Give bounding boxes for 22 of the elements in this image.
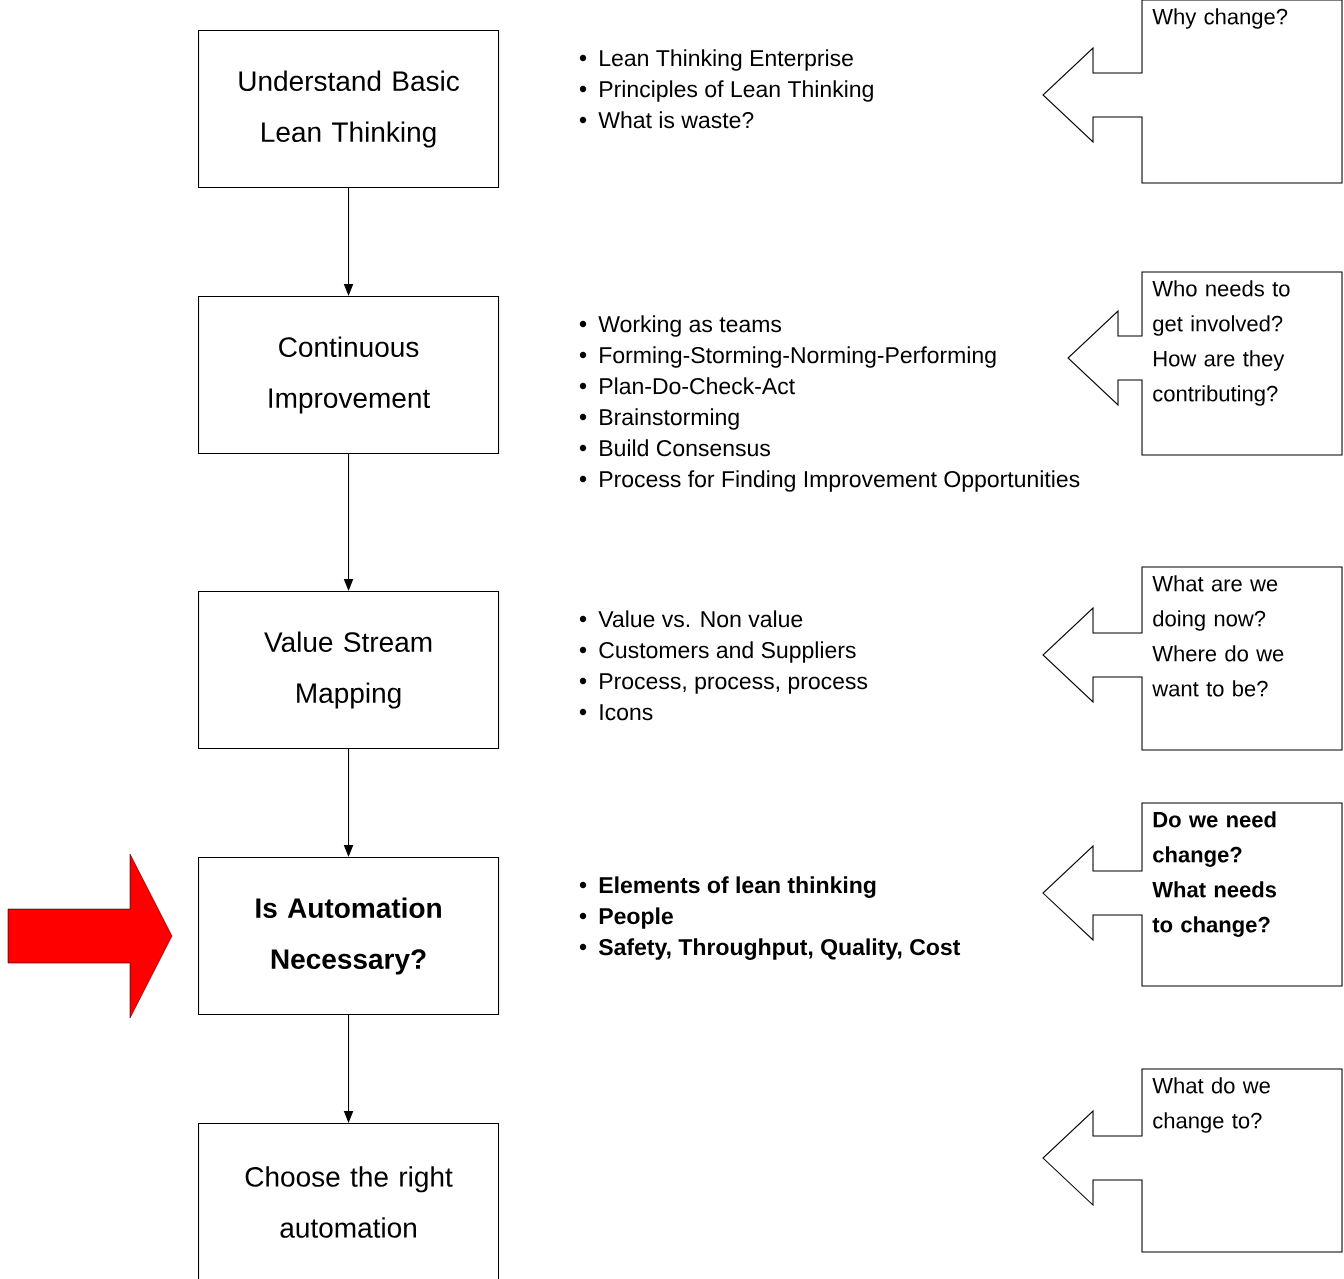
process-box: Continuous Improvement <box>198 296 500 455</box>
bullet-item: Elements of lean thinking <box>579 876 876 898</box>
bullet-item: Customers and Suppliers <box>579 641 856 663</box>
bullet-item: Working as teams <box>579 315 782 337</box>
bullet-item: Build Consensus <box>579 439 770 457</box>
process-box: Is Automation Necessary? <box>198 857 500 1016</box>
process-box: Value Stream Mapping <box>198 591 500 750</box>
bullet-item: Forming-Storming-Norming-Performing <box>579 346 996 368</box>
bullet-item: Principles of Lean Thinking <box>579 80 873 102</box>
process-box: Choose the right automation <box>198 1123 500 1279</box>
bullet-item: Brainstorming <box>579 408 739 430</box>
bullet-item: Plan-Do-Check-Act <box>579 377 795 395</box>
bullet-item: Icons <box>579 704 653 721</box>
bullet-item: People <box>579 907 673 929</box>
bullet-item: Process, process, process <box>579 673 868 694</box>
bullet-item: Process for Finding Improvement Opportunities <box>579 470 1080 492</box>
bullet-item: Value vs. Non value <box>579 610 803 628</box>
bullet-item: Safety, Throughput, Quality, Cost <box>579 938 961 960</box>
bullet-item: What is waste? <box>579 111 754 129</box>
block-arrow <box>7 853 173 1019</box>
bullet-item: Lean Thinking Enterprise <box>579 49 853 71</box>
process-box: Understand Basic Lean Thinking <box>198 30 500 189</box>
